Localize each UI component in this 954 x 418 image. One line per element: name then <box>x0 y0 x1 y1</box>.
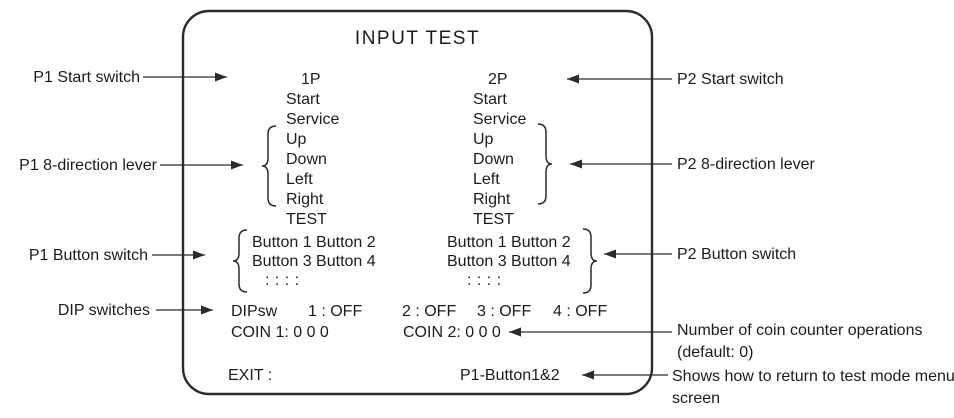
p1-lever-brace <box>261 125 277 207</box>
p1-service-row: Service <box>286 111 340 128</box>
p1-buttons-34: Button 3 Button 4 <box>252 253 376 270</box>
p2-service-row: Service <box>473 111 527 128</box>
p2-lever-brace <box>537 123 553 205</box>
p1-input-column: 1P Start Service Up Down Left Right TEST <box>286 70 339 230</box>
p1-buttons-12: Button 1 Button 2 <box>252 234 376 251</box>
p2-button-block: Button 1 Button 2 Button 3 Button 4 : : … <box>447 233 571 290</box>
dipsw-2: 2 : OFF <box>402 303 457 320</box>
exit-label: EXIT : <box>228 367 273 384</box>
p1-button-callout: P1 Button switch <box>28 247 148 264</box>
p1-test-row: TEST <box>286 211 327 228</box>
p1-start-callout: P1 Start switch <box>33 69 140 86</box>
p1-lever-callout: P1 8-direction lever <box>19 157 157 174</box>
exit-value: P1-Button1&2 <box>460 367 560 384</box>
p1-left-row: Left <box>286 171 313 188</box>
p1-right-row: Right <box>286 191 324 208</box>
coin-note-callout: Number of coin counter operations (defau… <box>677 322 923 361</box>
dipsw-label: DIPsw <box>231 303 278 320</box>
p1-down-row: Down <box>286 151 327 168</box>
p2-test-row: TEST <box>473 211 514 228</box>
p1-column-header: 1P <box>301 71 321 88</box>
p1-button-brace <box>232 229 248 293</box>
p2-button-brace <box>582 228 598 294</box>
dipsw-1: 1 : OFF <box>308 303 363 320</box>
p2-input-column: 2P Start Service Up Down Left Right TEST <box>473 70 526 230</box>
p1-button-dots: : : : : <box>265 272 300 289</box>
dip-callout: DIP switches <box>57 302 150 319</box>
p2-buttons-34: Button 3 Button 4 <box>447 253 571 270</box>
dipsw-3: 3 : OFF <box>477 303 532 320</box>
p2-start-row: Start <box>473 91 507 108</box>
screen-border <box>181 9 654 396</box>
p2-column-header: 2P <box>488 71 508 88</box>
p2-button-callout: P2 Button switch <box>677 246 797 263</box>
p2-button-dots: : : : : <box>467 272 502 289</box>
p1-start-row: Start <box>286 91 320 108</box>
screen-title: INPUT TEST <box>354 28 481 49</box>
exit-note-callout: Shows how to return to test mode menu sc… <box>672 368 954 407</box>
coin2-counter: COIN 2: 0 0 0 <box>403 324 501 341</box>
coin1-counter: COIN 1: 0 0 0 <box>231 324 329 341</box>
p2-up-row: Up <box>473 131 494 148</box>
p2-down-row: Down <box>473 151 514 168</box>
p2-buttons-12: Button 1 Button 2 <box>447 234 571 251</box>
dipsw-4: 4 : OFF <box>553 303 608 320</box>
p2-start-callout: P2 Start switch <box>677 71 784 88</box>
p1-button-block: Button 1 Button 2 Button 3 Button 4 : : … <box>252 233 376 290</box>
p1-up-row: Up <box>286 131 307 148</box>
p2-right-row: Right <box>473 191 511 208</box>
p2-left-row: Left <box>473 171 500 188</box>
p2-lever-callout: P2 8-direction lever <box>677 156 815 173</box>
